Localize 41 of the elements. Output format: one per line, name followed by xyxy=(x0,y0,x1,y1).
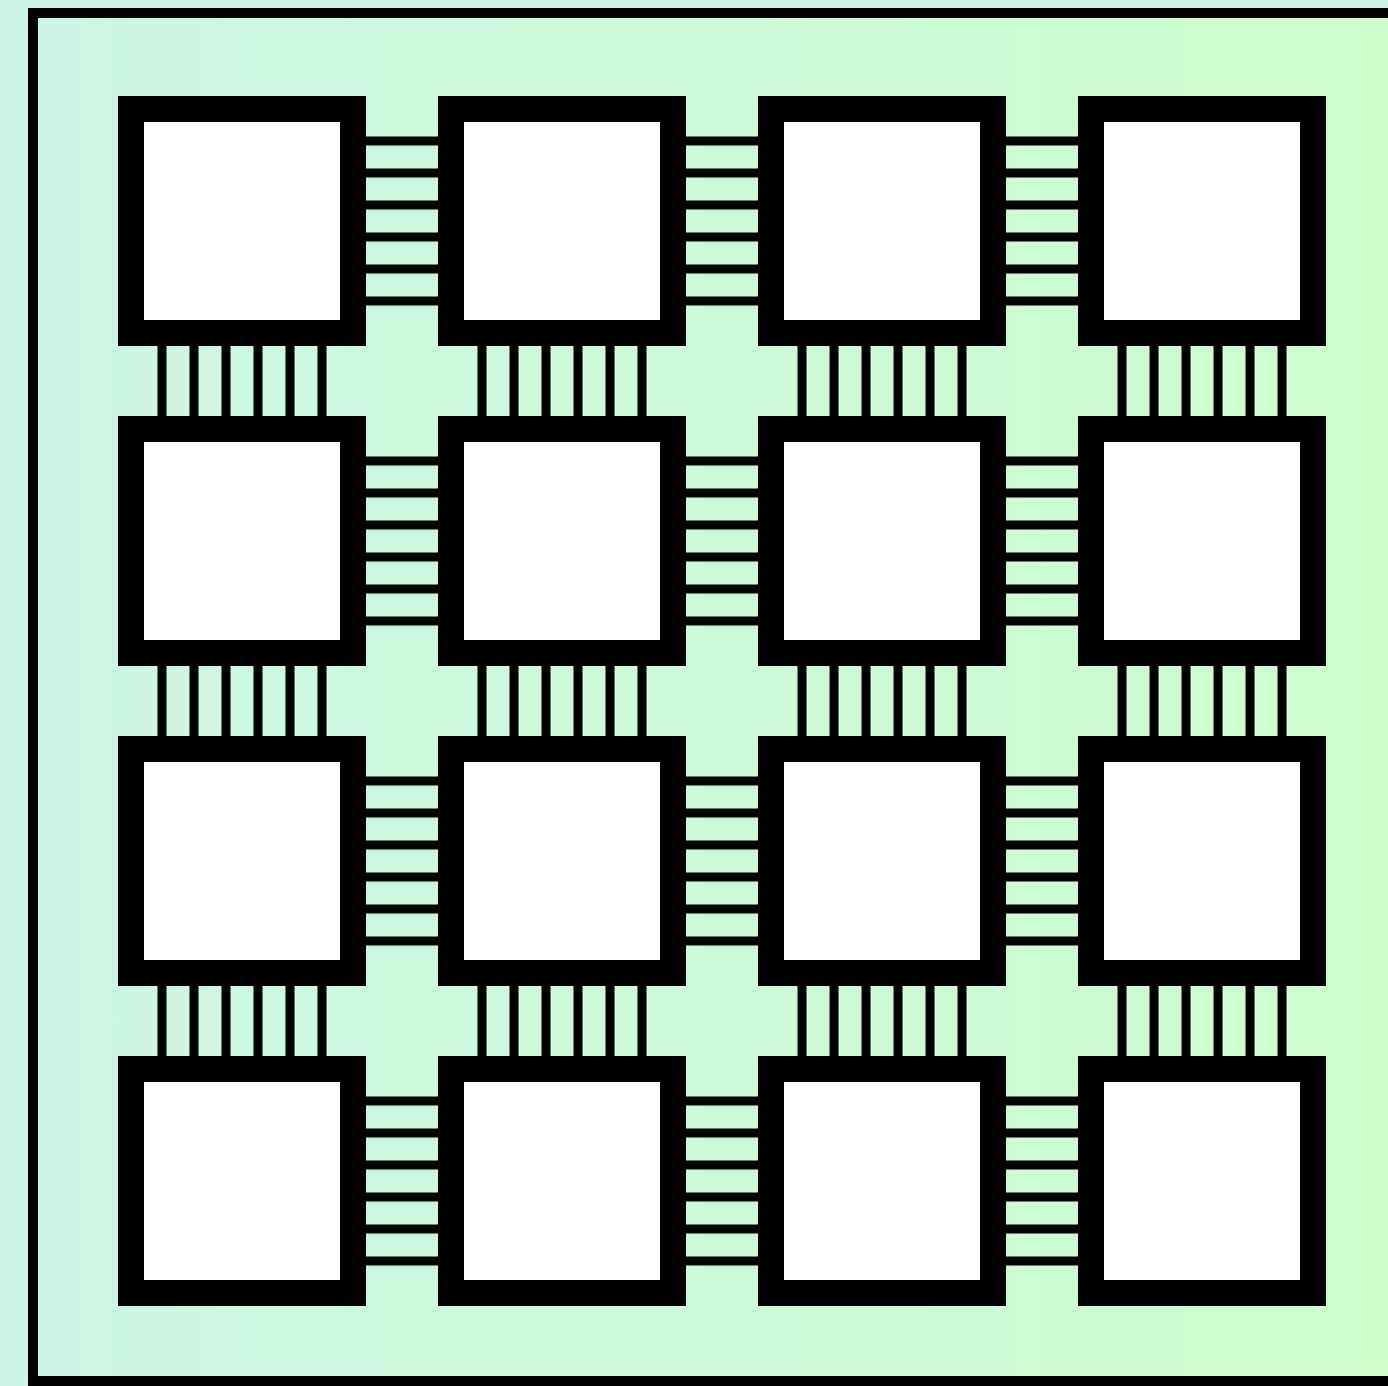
board-panel xyxy=(28,8,1388,1386)
bus-lines xyxy=(157,981,327,1061)
bus-lines xyxy=(1117,341,1287,421)
bus-lines xyxy=(361,776,443,946)
chip-box xyxy=(438,736,686,986)
bus-lines xyxy=(477,661,647,741)
bus-lines xyxy=(477,341,647,421)
bus-lines xyxy=(361,1096,443,1266)
chip-box xyxy=(758,1056,1006,1306)
bus-lines xyxy=(681,136,763,306)
chip-box xyxy=(1078,96,1326,346)
bus-lines xyxy=(681,456,763,626)
bus-lines xyxy=(1001,776,1083,946)
bus-lines xyxy=(157,661,327,741)
bus-lines xyxy=(1001,456,1083,626)
bus-lines xyxy=(681,776,763,946)
chip-box xyxy=(1078,416,1326,666)
chip-box xyxy=(758,96,1006,346)
bus-lines xyxy=(477,981,647,1061)
chip-box xyxy=(758,416,1006,666)
bus-lines xyxy=(361,456,443,626)
bus-lines xyxy=(1001,136,1083,306)
chip-box xyxy=(118,96,366,346)
chip-box xyxy=(438,416,686,666)
chip-box xyxy=(758,736,1006,986)
chip-box xyxy=(118,416,366,666)
chip-box xyxy=(118,736,366,986)
chip-box xyxy=(1078,1056,1326,1306)
bus-lines xyxy=(157,341,327,421)
chip-box xyxy=(118,1056,366,1306)
bus-lines xyxy=(1001,1096,1083,1266)
bus-lines xyxy=(361,136,443,306)
chip-box xyxy=(438,1056,686,1306)
bus-lines xyxy=(1117,661,1287,741)
bus-lines xyxy=(797,341,967,421)
chip-box xyxy=(438,96,686,346)
bus-lines xyxy=(797,661,967,741)
bus-lines xyxy=(1117,981,1287,1061)
bus-lines xyxy=(797,981,967,1061)
bus-lines xyxy=(681,1096,763,1266)
chip-box xyxy=(1078,736,1326,986)
